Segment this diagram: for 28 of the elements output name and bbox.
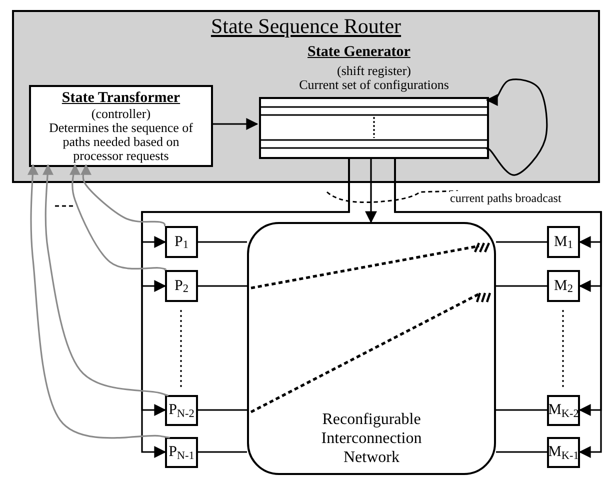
unit-box: P$_{2}$: [165, 270, 198, 302]
unit-box: M$_{2}$: [547, 270, 580, 302]
arrow: [68, 164, 166, 270]
network-box: [247, 222, 496, 475]
arrow: [486, 78, 548, 176]
controller-box: [29, 85, 213, 167]
arrow: [365, 157, 377, 224]
unit-box: M$_{1}$: [547, 226, 580, 258]
unit-box: M$_{K-2}$: [547, 395, 580, 426]
unit-box: P$_{1}$: [165, 226, 198, 258]
arrow: [42, 164, 168, 396]
box-subtitle: (controller): [91, 106, 151, 120]
box-heading: State Transformer: [62, 90, 180, 106]
network-label: Reconfigurable Interconnection Network: [320, 410, 423, 467]
arrow: [27, 164, 170, 439]
register-subtitle: (shift register): [336, 64, 411, 78]
box-description: Determines the sequence of paths needed based on processor requests: [48, 120, 194, 162]
panel-title: State Sequence Router: [210, 14, 402, 38]
arrow: [211, 118, 258, 130]
unit-box: M$_{K-1}$: [547, 437, 580, 468]
unit-box: P$_{N-1}$: [165, 437, 198, 468]
arrow: [79, 164, 166, 226]
register-heading: State Generator: [308, 44, 410, 61]
router-panel: [12, 10, 600, 183]
register-caption: Current set of configurations: [299, 78, 449, 92]
annotation-text: current paths broadcast: [450, 191, 562, 205]
unit-box: P$_{N-2}$: [165, 395, 198, 426]
shift-register: [259, 44, 489, 159]
